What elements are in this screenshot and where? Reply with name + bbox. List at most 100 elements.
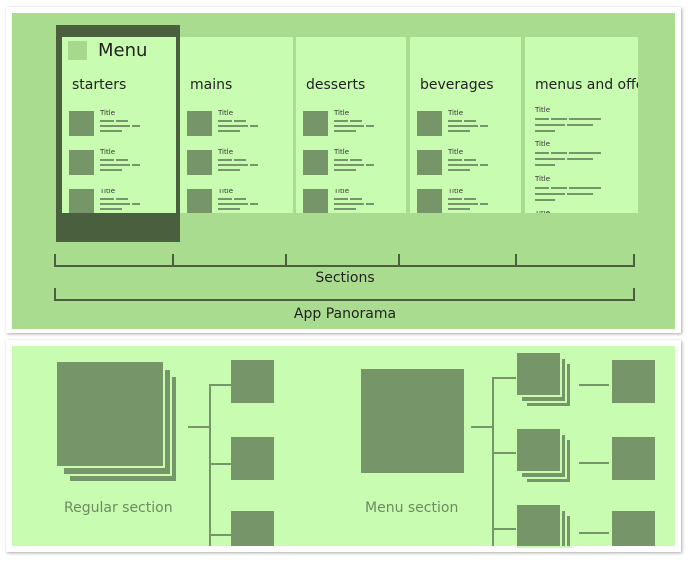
text-line xyxy=(567,193,593,195)
text-line xyxy=(250,203,258,205)
list-item: Title xyxy=(180,189,290,213)
viewport-top-bar xyxy=(56,25,180,37)
list-item: Title xyxy=(62,189,172,213)
submenu-block xyxy=(517,505,562,548)
text-line xyxy=(551,152,567,154)
item-block xyxy=(612,437,655,480)
item-thumbnail xyxy=(417,150,442,175)
text-line xyxy=(132,203,140,205)
text-line xyxy=(464,120,476,122)
item-title: Title xyxy=(535,140,551,148)
text-line xyxy=(569,187,601,189)
ruler-tick xyxy=(633,254,635,267)
connector xyxy=(492,377,494,546)
text-line xyxy=(535,193,565,195)
text-line xyxy=(448,125,478,127)
text-line xyxy=(535,158,565,160)
connector xyxy=(209,534,231,536)
text-line xyxy=(334,164,364,166)
item-title: Title xyxy=(334,189,350,195)
item-title: Title xyxy=(448,189,464,195)
regular-section-block xyxy=(57,362,165,468)
connector xyxy=(492,377,516,379)
submenu-block xyxy=(517,429,562,473)
text-line xyxy=(535,164,555,166)
text-line xyxy=(535,124,565,126)
text-line xyxy=(218,208,240,210)
list-item: Title xyxy=(525,211,635,213)
text-line xyxy=(218,130,240,132)
text-line xyxy=(464,198,476,200)
text-line xyxy=(100,169,122,171)
menu-section-caption: Menu section xyxy=(365,500,459,516)
text-line xyxy=(218,198,232,200)
text-line xyxy=(448,130,470,132)
item-thumbnail xyxy=(187,189,212,213)
text-line xyxy=(132,164,140,166)
connector xyxy=(579,384,609,386)
text-line xyxy=(234,120,246,122)
sections-caption: Sections xyxy=(315,270,375,286)
connector xyxy=(492,452,516,454)
item-title: Title xyxy=(535,106,551,114)
text-line xyxy=(535,130,555,132)
item-title: Title xyxy=(218,148,234,156)
text-line xyxy=(100,125,130,127)
item-thumbnail xyxy=(69,111,94,136)
connector xyxy=(209,384,211,546)
item-thumbnail xyxy=(187,111,212,136)
text-line xyxy=(480,125,488,127)
text-line xyxy=(551,187,567,189)
text-line xyxy=(250,125,258,127)
menu-section-block xyxy=(361,369,464,473)
item-title: Title xyxy=(535,175,551,183)
text-line xyxy=(448,198,462,200)
item-title: Title xyxy=(535,211,550,213)
ruler-tick xyxy=(515,254,517,267)
item-thumbnail xyxy=(417,111,442,136)
text-line xyxy=(100,130,122,132)
text-line xyxy=(448,208,470,210)
text-line xyxy=(100,198,114,200)
text-line xyxy=(448,169,470,171)
item-thumbnail xyxy=(69,189,94,213)
item-thumbnail xyxy=(69,150,94,175)
text-line xyxy=(100,159,114,161)
text-line xyxy=(234,159,246,161)
text-line xyxy=(448,164,478,166)
text-line xyxy=(334,203,364,205)
ruler-tick xyxy=(54,288,56,301)
text-line xyxy=(334,208,356,210)
connector xyxy=(579,462,609,464)
panorama-caption: App Panorama xyxy=(293,306,397,322)
ruler-tick xyxy=(398,254,400,267)
text-line xyxy=(334,159,348,161)
text-line xyxy=(100,208,122,210)
item-title: Title xyxy=(334,109,350,117)
connector xyxy=(209,384,231,386)
item-thumbnail xyxy=(417,189,442,213)
connector xyxy=(209,463,231,465)
text-line xyxy=(334,130,356,132)
item-thumbnail xyxy=(187,150,212,175)
text-line xyxy=(350,120,362,122)
item-block xyxy=(231,437,274,480)
text-line xyxy=(480,203,488,205)
item-thumbnail xyxy=(303,189,328,213)
text-line xyxy=(218,159,232,161)
text-line xyxy=(464,159,476,161)
text-line xyxy=(569,152,601,154)
text-line xyxy=(448,203,478,205)
text-line xyxy=(366,164,374,166)
text-line xyxy=(334,169,356,171)
section-title-menus-and-offers: menus and offe xyxy=(535,77,638,93)
text-line xyxy=(334,120,348,122)
list-item: Title xyxy=(296,189,406,213)
text-line xyxy=(100,120,114,122)
text-line xyxy=(116,198,128,200)
item-title: Title xyxy=(448,148,464,156)
submenu-block xyxy=(517,353,562,397)
item-title: Title xyxy=(218,189,234,195)
text-line xyxy=(448,159,462,161)
ruler-tick xyxy=(172,254,174,267)
